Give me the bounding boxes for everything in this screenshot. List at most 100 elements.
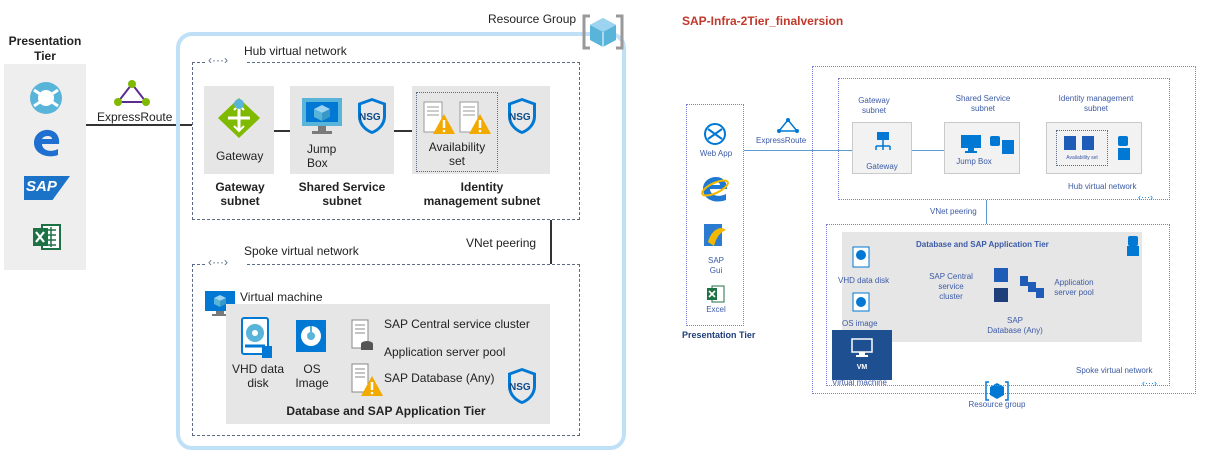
right-spoke-vnet-icon: ‹···› <box>1142 378 1157 388</box>
db-tier-box <box>226 304 550 424</box>
right-vnet-peering-label: VNet peering <box>930 207 977 216</box>
resource-group-label: Resource Group <box>488 12 577 26</box>
right-web-app-label: Web App <box>699 149 733 158</box>
jump-box-icon <box>302 98 342 134</box>
right-vm-icon <box>1064 136 1076 150</box>
right-peering-line <box>986 200 987 224</box>
right-shared-subnet-label: Shared Service subnet <box>955 94 1011 113</box>
right-web-app-icon <box>704 123 726 145</box>
right-vm-icon <box>851 338 873 357</box>
presentation-tier-label: Presentation Tier <box>8 34 82 63</box>
right-spoke-vnet-box <box>826 224 1170 386</box>
nsg-label: NSG <box>359 112 381 123</box>
right-gateway-icon <box>875 132 891 150</box>
vnet-peering-label: VNet peering <box>466 236 537 250</box>
nsg-label: NSG <box>509 112 531 123</box>
shared-subnet-label: Shared Service subnet <box>298 180 386 208</box>
right-nsg-icon <box>1002 140 1014 154</box>
spoke-vnet-label: Spoke virtual network <box>244 244 359 258</box>
right-gateway-box <box>852 122 912 174</box>
right-spoke-vnet-label: Spoke virtual network <box>1076 366 1153 375</box>
sap-central-label: SAP Central service cluster <box>384 317 530 331</box>
right-excel-icon <box>707 285 725 303</box>
right-expressroute-icon <box>777 118 799 133</box>
expressroute-label: ExpressRoute <box>97 110 173 124</box>
gateway-subnet-label: Gateway subnet <box>215 180 265 208</box>
right-jump-box-label: Jump Box <box>956 157 992 166</box>
right-lock-icon <box>990 136 1000 146</box>
availability-set-box <box>416 92 498 172</box>
availability-set-label: Availability set <box>428 140 486 168</box>
spoke-vnet-icon: ‹···› <box>208 255 228 269</box>
os-image-icon <box>296 320 326 352</box>
right-app-pool-label: Application server pool <box>1054 278 1094 297</box>
right-sap-gui-icon <box>704 224 726 246</box>
right-server-icon <box>1020 276 1028 286</box>
right-sap-gui-label: SAP Gui <box>707 256 724 275</box>
right-db-tier-label: Database and SAP Application Tier <box>916 240 1049 249</box>
right-hub-vnet-icon: ‹···› <box>1138 192 1153 202</box>
right-ie-icon <box>701 177 729 202</box>
right-expressroute-label: ExpressRoute <box>756 136 807 145</box>
right-hub-line <box>912 150 944 151</box>
gateway-label: Gateway <box>216 149 264 163</box>
nsg-shield-icon <box>508 98 536 134</box>
jump-box-label: Jump Box <box>307 142 337 170</box>
edge-browser-icon <box>34 129 60 157</box>
resource-group-frame <box>176 32 626 450</box>
right-expressroute-line <box>744 150 852 151</box>
virtual-machine-label: Virtual machine <box>240 290 323 304</box>
hub-connector-1 <box>274 130 290 132</box>
db-tier-label: Database and SAP Application Tier <box>286 404 486 418</box>
right-lock-icon <box>1128 236 1138 246</box>
right-server-icon <box>994 288 1008 302</box>
right-presentation-label: Presentation Tier <box>682 330 756 340</box>
right-excel-label: Excel <box>706 305 726 314</box>
right-presentation-box <box>686 104 744 326</box>
right-gateway-label: Gateway <box>866 162 898 171</box>
gateway-icon <box>218 98 260 138</box>
vm-warning-icon-2 <box>459 101 491 134</box>
identity-subnet-label: Identity management subnet <box>423 180 541 208</box>
right-server-icon <box>1028 282 1036 292</box>
right-jump-box-icon <box>961 135 981 153</box>
sap-db-warning-icon <box>351 363 383 396</box>
right-availability-set-box <box>1056 130 1108 166</box>
right-sap-central-label: SAP Central service cluster <box>929 272 973 301</box>
right-hub-vnet-box <box>838 78 1170 200</box>
hub-vnet-icon: ‹···› <box>208 53 228 67</box>
sap-central-server-icon <box>351 319 373 350</box>
hub-vnet-bg-cover <box>206 56 246 68</box>
expressroute-icon <box>114 80 150 106</box>
right-os-image-icon <box>852 292 870 312</box>
right-db-tier-box <box>842 232 1142 342</box>
spoke-vnet-bg-cover <box>206 258 246 270</box>
right-sap-db-label: SAP Database (Any) <box>987 316 1043 335</box>
vm-warning-icon-1 <box>423 101 455 134</box>
right-server-icon <box>994 268 1008 282</box>
sap-db-label: SAP Database (Any) <box>384 371 495 385</box>
right-identity-subnet-label: Identity management subnet <box>1058 94 1134 113</box>
hub-vnet-box <box>192 62 580 220</box>
vhd-disk-icon <box>241 317 272 358</box>
resource-group-icon <box>582 14 624 50</box>
right-os-image-label: OS image <box>842 319 878 328</box>
os-image-label: OS Image <box>295 362 329 390</box>
vhd-label: VHD data disk <box>231 362 285 390</box>
right-resource-group-label: Resource group <box>968 400 1026 409</box>
vnet-peering-line <box>550 220 552 264</box>
nsg-shield-icon <box>508 368 536 404</box>
right-resource-group-icon <box>985 381 1009 401</box>
right-availability-set-label: Availability set <box>1066 155 1098 161</box>
expressroute-line <box>86 124 192 126</box>
right-vm-icon <box>1082 136 1094 150</box>
right-lock-icon <box>1118 136 1128 146</box>
app-pool-label: Application server pool <box>384 345 506 359</box>
right-vm-label: VM <box>856 364 868 371</box>
right-gateway-subnet-label: Gateway subnet <box>858 96 890 115</box>
hub-connector-2 <box>394 130 412 132</box>
right-vhd-icon <box>852 246 870 268</box>
right-nsg-icon <box>1127 246 1139 256</box>
right-nsg-icon <box>1118 148 1130 160</box>
right-title: SAP-Infra-2Tier_finalversion <box>682 14 844 28</box>
